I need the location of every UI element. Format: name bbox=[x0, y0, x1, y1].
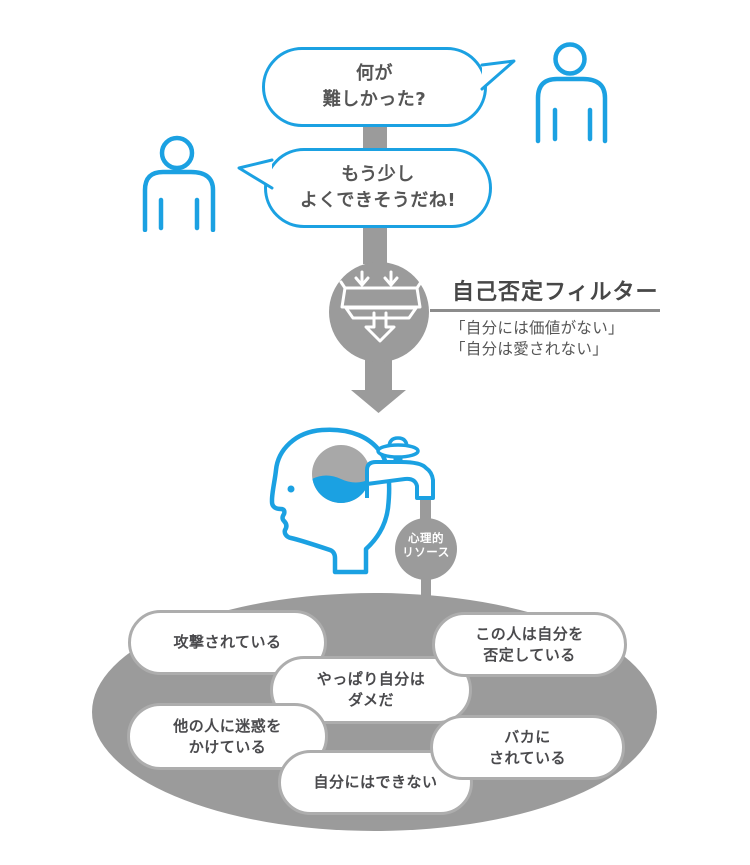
speech-bubble-1-line1: 何が bbox=[356, 62, 393, 84]
speech-bubble-2-line1: もう少し bbox=[341, 163, 415, 185]
thought-text: やっぱり自分は bbox=[316, 670, 426, 688]
resource-tank bbox=[312, 445, 370, 503]
faucet-icon bbox=[365, 436, 435, 500]
speech-bubble-1-line2: 難しかった? bbox=[322, 89, 427, 110]
thought-text: この人は自分を bbox=[475, 624, 584, 643]
resource-label-line1: 心理的 bbox=[408, 531, 444, 545]
speech-bubble-2-line2: よくできそうだね! bbox=[299, 190, 457, 211]
thought-text: バカに bbox=[504, 727, 551, 746]
resource-stem bbox=[421, 578, 431, 608]
water-stream bbox=[420, 492, 431, 524]
speech-bubble-1: 何が 難しかった? bbox=[262, 47, 487, 127]
filter-quote-1: 「自分には価値がない」 bbox=[450, 319, 624, 337]
person-icon bbox=[535, 42, 608, 144]
filter-underline bbox=[430, 309, 660, 312]
resource-label-line2: リソース bbox=[402, 545, 450, 560]
thought-text: かけている bbox=[188, 737, 267, 756]
thought-text: 攻撃されている bbox=[173, 633, 282, 651]
speech-bubble-2-tail bbox=[237, 158, 274, 190]
down-arrow-icon bbox=[351, 356, 406, 413]
filter-quotes: 「自分には価値がない」 「自分は愛されない」 bbox=[450, 318, 710, 361]
filter-title: 自己否定フィルター bbox=[452, 280, 659, 305]
thought-text: 自分にはできない bbox=[313, 773, 438, 791]
thought-text: 他の人に迷惑を bbox=[173, 716, 282, 735]
thought-text: されている bbox=[488, 748, 567, 767]
resource-label: 心理的 リソース bbox=[394, 531, 458, 560]
bubble-connector-top bbox=[363, 125, 387, 151]
speech-bubble-2: もう少し よくできそうだね! bbox=[264, 148, 492, 228]
person-icon bbox=[142, 135, 216, 232]
speech-bubble-1-tail bbox=[480, 59, 516, 91]
thought-text: ダメだ bbox=[347, 691, 395, 709]
filter-funnel-icon bbox=[339, 270, 423, 343]
resource-circle bbox=[395, 518, 457, 580]
thought-pill-being-attacked: 攻撃されている bbox=[128, 610, 327, 675]
bubble-connector-bottom bbox=[363, 224, 387, 264]
thought-pill-being-mocked: バカに されている bbox=[430, 715, 625, 780]
head-profile-icon bbox=[269, 427, 457, 608]
eye-dot bbox=[287, 485, 295, 493]
filter-quote-2: 「自分は愛されない」 bbox=[450, 340, 609, 359]
thought-text: 否定している bbox=[483, 645, 576, 664]
thought-pill-person-denies-me: この人は自分を 否定している bbox=[432, 612, 627, 677]
